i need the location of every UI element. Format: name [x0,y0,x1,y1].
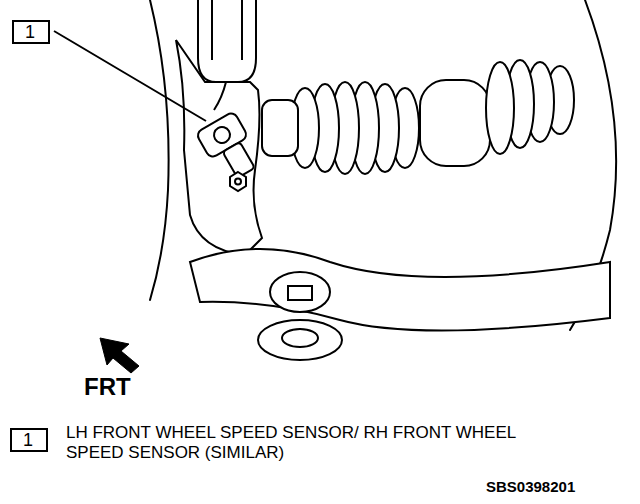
wheel-speed-sensor [195,82,263,191]
figure-code: SBS0398201 [486,478,575,496]
part-description: LH FRONT WHEEL SPEED SENSOR/ RH FRONT WH… [66,423,536,463]
callout-box: 1 [12,20,50,44]
callout-box: 1 [10,428,48,452]
steering-knuckle [176,40,262,255]
callout-number: 1 [25,22,35,42]
front-direction-arrow [100,338,139,373]
drive-shaft-boot [262,60,574,174]
callout-number: 1 [23,430,33,450]
lower-control-arm [190,249,610,360]
leader-line [54,31,206,121]
direction-label: FRT [84,372,131,401]
strut [198,0,256,82]
wheel-outline [150,0,616,330]
